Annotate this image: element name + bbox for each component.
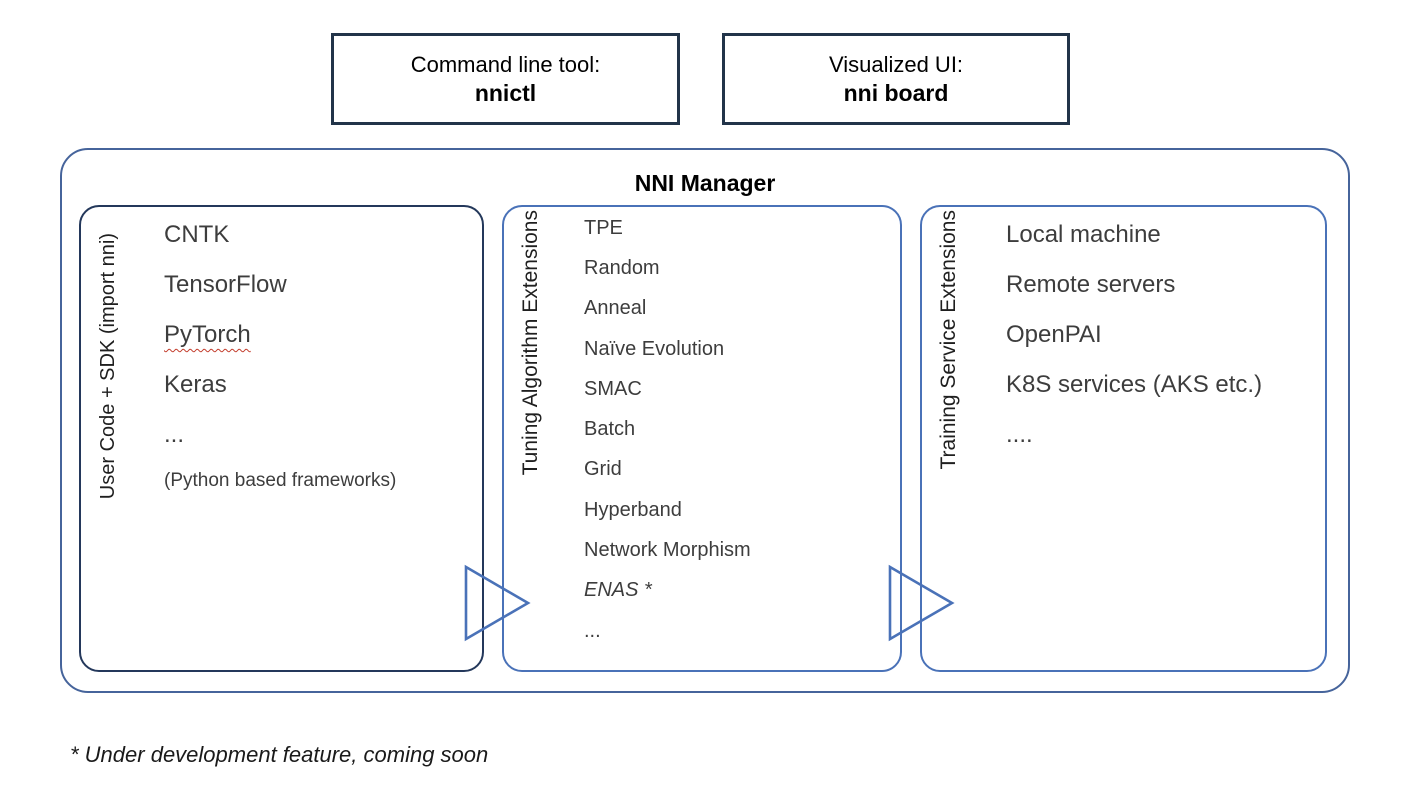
list-item: TensorFlow: [164, 271, 287, 298]
command-line-tool-box: Command line tool: nnictl: [331, 33, 680, 125]
list-item: TPE: [584, 216, 623, 239]
user-code-sdk-side-label: User Code + SDK (import nni): [96, 233, 119, 500]
visualized-ui-box: Visualized UI: nni board: [722, 33, 1070, 125]
list-item: ...: [164, 421, 185, 448]
visualized-ui-label: Visualized UI:: [828, 51, 964, 77]
command-line-tool-label: Command line tool:: [410, 51, 601, 77]
list-item: Keras: [164, 371, 227, 398]
list-item: PyTorch: [164, 321, 251, 348]
nni-manager-title: NNI Manager: [634, 170, 776, 196]
list-item: OpenPAI: [1006, 321, 1102, 348]
list-item: Remote servers: [1006, 271, 1176, 298]
nnictl-name: nnictl: [474, 79, 537, 106]
list-item: Random: [584, 256, 660, 279]
flow-arrow-icon: [464, 564, 531, 642]
list-item: Grid: [584, 458, 622, 481]
list-item: CNTK: [164, 221, 230, 248]
list-item: Anneal: [584, 297, 647, 320]
python-frameworks-note: (Python based frameworks): [164, 469, 397, 491]
list-item: Batch: [584, 418, 636, 441]
list-item: K8S services (AKS etc.): [1006, 371, 1263, 398]
under-development-footnote: * Under development feature, coming soon: [70, 742, 489, 767]
list-item: ENAS *: [584, 579, 652, 602]
list-item: ...: [584, 619, 601, 642]
user-code-sdk-box: User Code + SDK (import nni) CNTK TensorF…: [79, 205, 484, 672]
nni-manager-container: NNI Manager User Code + SDK (import nni)…: [60, 148, 1350, 693]
list-item: Local machine: [1006, 221, 1161, 248]
list-item: SMAC: [584, 377, 642, 400]
flow-arrow-icon: [888, 564, 955, 642]
nni-board-name: nni board: [843, 79, 949, 106]
list-item: ....: [1006, 421, 1033, 448]
list-item: Network Morphism: [584, 539, 751, 562]
list-item: Hyperband: [584, 498, 682, 521]
training-service-box: Training Service Extensions Local machin…: [920, 205, 1327, 672]
list-item: Naïve Evolution: [584, 337, 725, 360]
